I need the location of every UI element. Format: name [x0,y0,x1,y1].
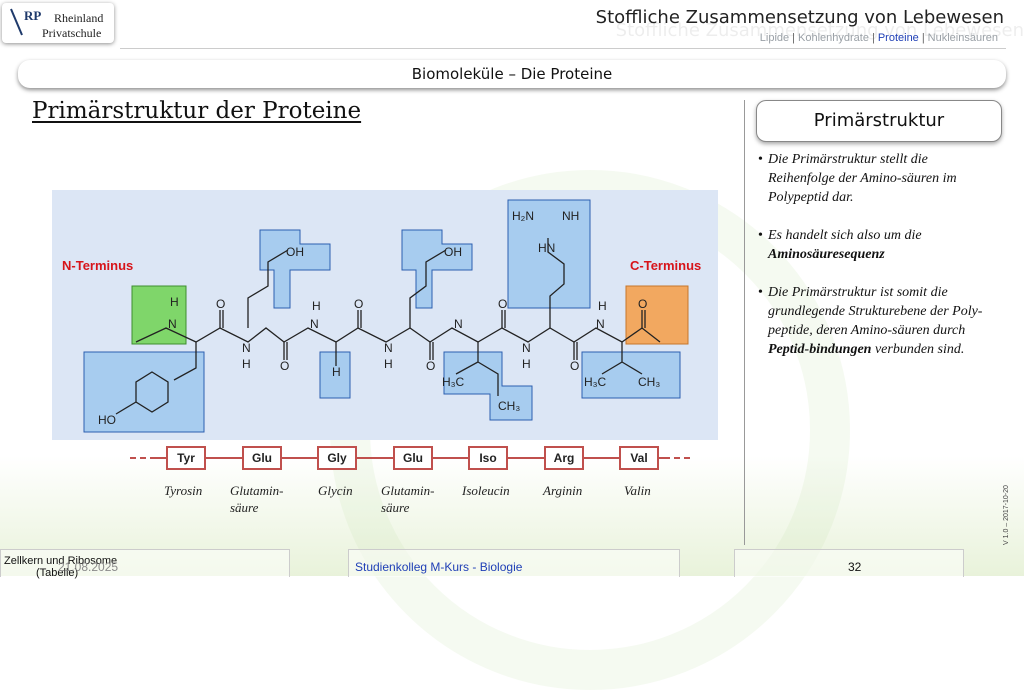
svg-text:N: N [454,317,463,331]
n-terminus-box [131,285,187,345]
peptide-structure-diagram: H N O N H O OH H N O H N H O OH N O N H … [52,190,718,440]
svg-text:N: N [310,317,319,331]
svg-text:OH: OH [444,245,462,259]
bullet-3: Die Primärstruktur ist somit die grundle… [758,283,998,359]
aa-box-gly: Gly [317,446,357,470]
svg-text:O: O [638,297,647,311]
aa-box-val: Val [619,446,659,470]
svg-text:H: H [598,299,607,313]
footer-right-box [734,549,964,577]
logo-mark-icon [10,8,23,36]
bullet-1: Die Primärstruktur stellt die Reihenfolg… [758,150,998,207]
topic-nav: Lipide|Kohlenhydrate|Proteine|Nukleinsäu… [759,32,998,44]
peptide-backbone [135,327,661,343]
aa-box-iso: Iso [468,446,508,470]
nav-item-proteine[interactable]: Proteine [877,32,919,44]
svg-text:H: H [242,357,251,371]
svg-text:O: O [498,297,507,311]
aa-name-glycin: Glycin [318,483,353,498]
c-terminus-box [625,285,689,345]
tyr-side-chain-box [83,351,205,433]
svg-text:H: H [522,357,531,371]
val-side-chain-box [581,351,681,399]
aa-box-glu-1: Glu [242,446,282,470]
c-terminus-label: C-Terminus [630,258,702,273]
header-title-shadow: Stoffliche Zusammensetzung von Lebewesen [615,20,1024,41]
logo-mark-text: RP [24,8,42,23]
svg-text:O: O [216,297,225,311]
aa-box-glu-2: Glu [393,446,433,470]
svg-text:O: O [354,297,363,311]
aa-name-glutaminsaeure-1: Glutamin- säure [230,483,284,515]
svg-text:H: H [312,299,321,313]
aa-box-arg: Arg [544,446,584,470]
svg-text:CH₃: CH₃ [498,399,520,413]
svg-text:H₂N: H₂N [512,209,534,223]
section-title: Biomoleküle – Die Proteine [18,60,1006,88]
header-rule [120,48,1006,49]
aa-name-arginin: Arginin [543,483,583,498]
svg-text:N: N [168,317,177,331]
nav-item-lipide[interactable]: Lipide [759,32,790,44]
aa-name-tyrosin: Tyrosin [164,483,203,498]
panel-heading: Primärstruktur [756,100,1002,142]
svg-text:O: O [570,359,579,373]
footer-course: Studienkolleg M-Kurs - Biologie [355,560,523,574]
n-terminus-label: N-Terminus [62,258,134,273]
school-logo: RP Rheinland Privatschule [2,3,114,43]
svg-text:H₃C: H₃C [442,375,465,389]
explanation-list: Die Primärstruktur stellt die Reihenfolg… [758,150,998,378]
svg-text:N: N [384,341,393,355]
logo-line2: Privatschule [42,26,102,40]
aa-box-tyr: Tyr [166,446,206,470]
version-stamp: V 1.0 – 2017-10-20 [1003,485,1010,545]
svg-text:N: N [596,317,605,331]
footer-date: 21.08.2025 [58,560,119,574]
svg-text:CH₃: CH₃ [638,375,660,389]
header-title: Stoffliche Zusammensetzung von Lebewesen [595,7,1004,28]
svg-text:O: O [426,359,435,373]
nav-item-kohlenhydrate[interactable]: Kohlenhydrate [798,32,869,44]
glu2-side-chain-box [401,229,473,309]
logo-line1: Rheinland [54,11,104,25]
peptide-structure-svg: H N O N H O OH H N O H N H O OH N O N H … [83,199,689,433]
arg-side-chain-box [507,199,591,309]
aa-name-isoleucin: Isoleucin [462,483,510,498]
svg-text:H: H [384,357,393,371]
svg-text:H: H [332,365,341,379]
svg-text:HO: HO [98,413,116,427]
svg-text:N: N [522,341,531,355]
svg-text:NH: NH [562,209,579,223]
nav-item-nukleinsaeuren[interactable]: Nukleinsäuren [927,32,998,44]
svg-text:OH: OH [286,245,304,259]
page-title: Primärstruktur der Proteine [32,98,362,124]
footer-left-box [0,549,290,577]
svg-text:HN: HN [538,241,555,255]
svg-text:N: N [242,341,251,355]
svg-text:H₃C: H₃C [584,375,607,389]
vertical-divider [744,100,745,545]
glu1-side-chain-box [259,229,331,309]
bullet-2: Es handelt sich also um die Aminosäurese… [758,226,998,264]
footer-center-box [348,549,680,577]
amino-acid-chain: Tyr Glu Gly Glu Iso Arg Val [130,446,690,472]
page-number: 32 [848,560,862,574]
svg-text:H: H [170,295,179,309]
aa-name-valin: Valin [624,483,651,498]
svg-text:O: O [280,359,289,373]
gly-side-chain-box [319,351,351,399]
aa-name-glutaminsaeure-2: Glutamin- säure [381,483,435,515]
